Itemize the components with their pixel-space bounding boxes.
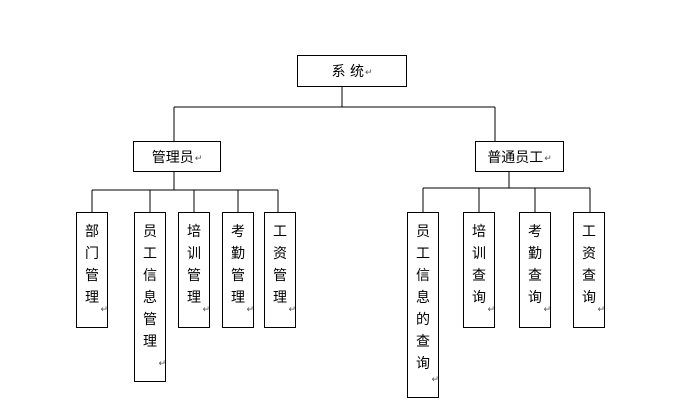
paragraph-mark-icon: ↵ xyxy=(194,153,203,164)
paragraph-mark-icon: ↵ xyxy=(543,305,551,315)
leaf-node: 员工信息的查询↵ xyxy=(407,212,439,398)
node-staff: 普通员工↵ xyxy=(475,141,564,172)
node-staff-label: 普通员工 xyxy=(487,149,544,166)
node-admin-label: 管理员 xyxy=(151,149,194,166)
paragraph-mark-icon: ↵ xyxy=(364,68,373,78)
leaf-node: 培训管理↵ xyxy=(178,212,210,328)
paragraph-mark-icon: ↵ xyxy=(544,153,552,164)
leaf-node: 部门管理↵ xyxy=(76,212,108,328)
paragraph-mark-icon: ↵ xyxy=(202,305,210,315)
leaf-label: 员工信息的查询 xyxy=(416,224,430,372)
leaf-label: 部门管理 xyxy=(85,224,99,306)
leaf-label: 考勤查询 xyxy=(528,224,542,306)
leaf-label: 工资查询 xyxy=(582,224,596,306)
leaf-node: 员工信息管理↵ xyxy=(134,212,166,382)
paragraph-mark-icon: ↵ xyxy=(100,305,108,315)
paragraph-mark-icon: ↵ xyxy=(431,375,439,385)
node-admin: 管理员↵ xyxy=(133,141,221,172)
leaf-label: 工资管理 xyxy=(273,224,287,306)
leaf-node: 工资查询↵ xyxy=(573,212,605,328)
root-node-system: 系 统↵ xyxy=(297,55,407,87)
paragraph-mark-icon: ↵ xyxy=(158,359,166,369)
leaf-label: 培训管理 xyxy=(187,224,201,306)
paragraph-mark-icon: ↵ xyxy=(487,305,495,315)
leaf-node: 考勤查询↵ xyxy=(519,212,551,328)
leaf-label: 考勤管理 xyxy=(231,224,245,306)
root-label: 系 统 xyxy=(331,64,364,80)
leaf-node: 培训查询↵ xyxy=(463,212,495,328)
leaf-label: 员工信息管理 xyxy=(143,224,157,350)
paragraph-mark-icon: ↵ xyxy=(246,305,254,315)
paragraph-mark-icon: ↵ xyxy=(288,305,296,315)
leaf-label: 培训查询 xyxy=(472,224,486,306)
leaf-node: 工资管理↵ xyxy=(264,212,296,328)
paragraph-mark-icon: ↵ xyxy=(597,305,605,315)
leaf-node: 考勤管理↵ xyxy=(222,212,254,328)
